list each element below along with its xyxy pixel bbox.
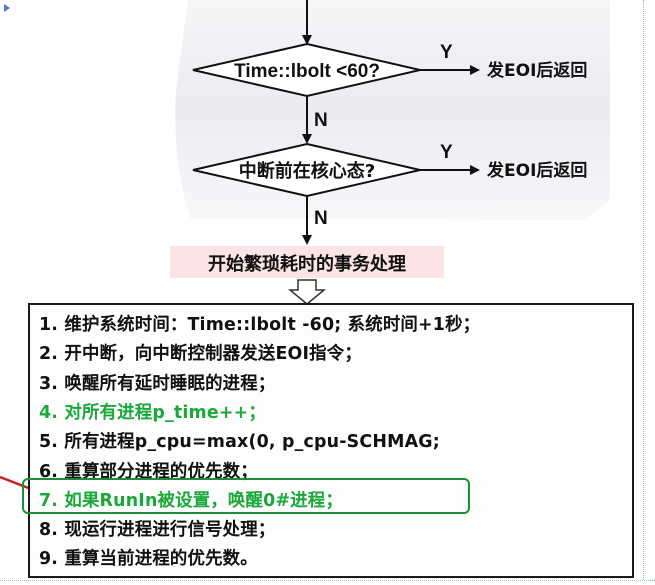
step-item-4: 4. 对所有进程p_time++； xyxy=(39,402,266,423)
heading-background xyxy=(170,246,444,278)
heading-text: 开始繁琐耗时的事务处理 xyxy=(208,253,406,275)
decision-1-text: Time::lbolt <60? xyxy=(234,61,380,82)
step-item-3: 3. 唤醒所有延时睡眠的进程； xyxy=(39,373,276,394)
decision-2-text: 中断前在核心态? xyxy=(239,160,375,182)
outcome-2-text: 发EOI后返回 xyxy=(486,160,587,181)
steps-box: 1. 维护系统时间：Time::lbolt -60; 系统时间+1秒；2. 开中… xyxy=(28,303,634,578)
slide-edge-right xyxy=(643,0,644,580)
step-7-highlight-box xyxy=(22,478,470,514)
flow-region-background xyxy=(175,0,611,220)
step-item-9: 9. 重算当前进程的优先数。 xyxy=(39,549,258,570)
step-item-8: 8. 现运行进程进行信号处理； xyxy=(39,520,276,541)
step-item-5: 5. 所有进程p_cpu=max(0, p_cpu-SCHMAG; xyxy=(39,432,440,453)
outcome-1-text: 发EOI后返回 xyxy=(486,60,587,81)
slide-edge-bottom xyxy=(0,580,655,581)
slide-corner-marker xyxy=(4,4,10,12)
step-item-1: 1. 维护系统时间：Time::lbolt -60; 系统时间+1秒； xyxy=(39,315,481,335)
no-label-2: N xyxy=(314,208,328,229)
block-arrow-down xyxy=(287,279,327,305)
yes-label-1: Y xyxy=(440,42,453,63)
step-item-7: 7. 如果RunIn被设置，唤醒0#进程； xyxy=(39,490,343,511)
no-label-1: N xyxy=(314,110,328,131)
yes-label-2: Y xyxy=(440,142,453,163)
step-item-2: 2. 开中断，向中断控制器发送EOI指令； xyxy=(39,344,362,365)
step-item-6: 6. 重算部分进程的优先数； xyxy=(39,461,258,482)
